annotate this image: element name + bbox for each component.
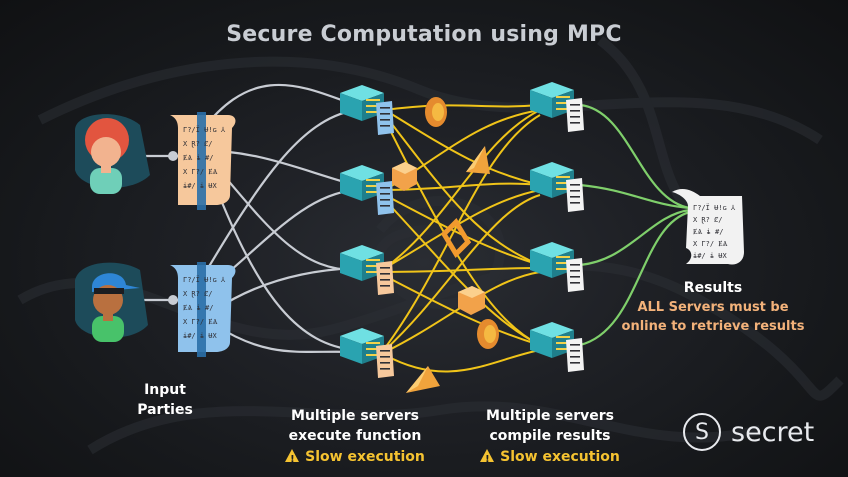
cylinder-token [425, 97, 447, 127]
execute-servers [340, 85, 394, 378]
execute-warning-text: Slow execution [305, 449, 425, 465]
logo-glyph: S [695, 419, 709, 445]
input-label-line: Input [144, 382, 186, 398]
glyph-text: X Г?/ ɆѦ [693, 240, 728, 248]
compile-servers [530, 82, 584, 372]
mesh-link [384, 194, 541, 351]
input-party-2-avatar [75, 262, 148, 342]
input-connection-lines [140, 83, 356, 354]
input-link [213, 184, 356, 352]
execute-label-line: Multiple servers [291, 408, 419, 424]
diagram-title: Secure Computation using MPC [226, 22, 622, 47]
connector-dot [168, 295, 178, 305]
glyph-text: Г?/Ї Ʉ!ɢ ⅄ [183, 275, 226, 284]
compile-label-line: Multiple servers [486, 408, 614, 424]
glyph-text: ɆѦ ɨ #/ [183, 154, 213, 162]
glyph-text: X Г?/ ɆѦ [183, 168, 218, 176]
glyph-text: Г?/Ї Ʉ!ɢ ⅄ [183, 125, 226, 134]
execute-server [340, 165, 394, 215]
brand-name: secret [731, 416, 815, 448]
compile-server [530, 82, 584, 132]
results-label: Results [683, 280, 743, 296]
compile-server [530, 322, 584, 372]
document-fragment [566, 178, 584, 212]
results-document: Г?/Ї Ʉ!ɢ ⅄ X Ɽ? Ȼ/ ɆѦ ɨ #/ X Г?/ ɆѦ ɨ#/ … [672, 189, 744, 265]
glyph-text: X Ɽ? Ȼ/ [183, 290, 213, 298]
connector-dot [168, 151, 178, 161]
result-link [579, 103, 691, 210]
input-label-line: Parties [137, 402, 193, 418]
compile-label-line: compile results [489, 428, 611, 444]
results-note-line: ALL Servers must be [637, 300, 789, 315]
pyramid-token [466, 146, 490, 174]
server-mesh-lines [384, 104, 541, 373]
compile-server [530, 242, 584, 292]
result-link [579, 208, 691, 267]
compile-warning: Slow execution [475, 447, 625, 470]
document-fragment [376, 344, 394, 378]
document-fragment [376, 181, 394, 215]
mesh-link [384, 109, 541, 269]
result-link [579, 183, 691, 210]
input-link [194, 108, 356, 291]
document-fragment [376, 101, 394, 135]
input-parties-label: Input Parties [120, 380, 210, 420]
execute-warning: Slow execution [280, 447, 430, 470]
input-link [214, 324, 356, 354]
glyph-text: ɨ#/ ɨ ɄX [693, 252, 728, 260]
mesh-link [384, 109, 541, 186]
glyph-text: ɨ#/ ɨ ɄX [183, 182, 218, 190]
mesh-link [384, 275, 541, 346]
glyph-text: X Ɽ? Ȼ/ [693, 216, 723, 224]
mesh-link [384, 267, 541, 273]
glyph-text: ɆѦ ɨ #/ [183, 304, 213, 312]
glyph-text: X Г?/ ɆѦ [183, 318, 218, 326]
result-connection-lines [579, 103, 691, 347]
mesh-link [384, 189, 541, 269]
glyph-text: ɆѦ ɨ #/ [693, 228, 723, 236]
execute-label: Multiple servers execute function [280, 406, 430, 446]
pyramid-token [406, 366, 440, 393]
cube-token [458, 286, 485, 315]
document-fragment [376, 261, 394, 295]
glyph-text: Г?/Ї Ʉ!ɢ ⅄ [693, 203, 736, 212]
document-fragment [566, 338, 584, 372]
mesh-link [384, 104, 541, 111]
mesh-link [384, 114, 541, 349]
execute-server [340, 85, 394, 135]
compile-server [530, 162, 584, 212]
execute-server [340, 328, 394, 378]
document-fragment [566, 98, 584, 132]
input-document-1: Г?/Ї Ʉ!ɢ ⅄ X Ɽ? Ȼ/ ɆѦ ɨ #/ X Г?/ ɆѦ ɨ#/ … [170, 112, 236, 210]
input-link [214, 164, 356, 272]
cube-token [392, 162, 417, 191]
results-note-line: online to retrieve results [621, 319, 805, 334]
ring-token [440, 217, 472, 259]
input-link [214, 266, 356, 311]
compile-label: Multiple servers compile results [475, 406, 625, 446]
warning-icon [285, 449, 300, 470]
results-note: ALL Servers must be online to retrieve r… [618, 298, 808, 336]
mesh-link [384, 349, 541, 373]
warning-icon [480, 449, 495, 470]
glyph-text: ɨ#/ ɨ ɄX [183, 332, 218, 340]
glyph-text: X Ɽ? Ȼ/ [183, 140, 213, 148]
compile-warning-text: Slow execution [500, 449, 620, 465]
cylinder-token [477, 319, 499, 349]
input-party-1-avatar [75, 114, 150, 194]
execute-label-line: execute function [288, 428, 422, 444]
secret-logo-icon: S [683, 413, 721, 451]
execute-server [340, 245, 394, 295]
secret-brand: S secret [683, 413, 814, 451]
result-link [579, 210, 691, 347]
input-document-2: Г?/Ї Ʉ!ɢ ⅄ X Ɽ? Ȼ/ ɆѦ ɨ #/ X Г?/ ɆѦ ɨ#/ … [170, 262, 236, 357]
document-fragment [566, 258, 584, 292]
